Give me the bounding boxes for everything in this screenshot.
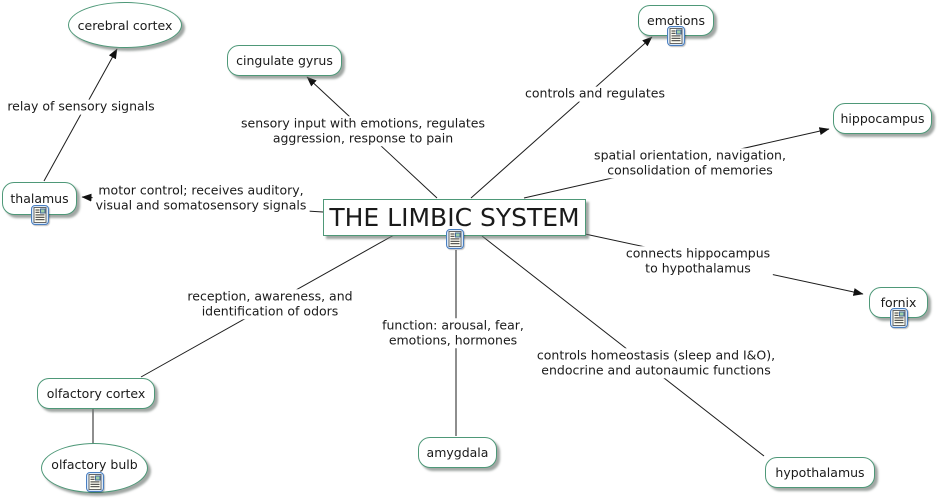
edge-label-motor-control[interactable]: motor control; receives auditory, visual… — [92, 182, 310, 213]
node-label: THE LIMBIC SYSTEM — [329, 203, 580, 232]
resource-document-icon[interactable] — [445, 229, 464, 249]
node-label: hypothalamus — [775, 465, 865, 480]
edge-label-connects-hippocampus[interactable]: connects hippocampus to hypothalamus — [622, 245, 774, 276]
node-limbic-system[interactable]: THE LIMBIC SYSTEM — [323, 199, 586, 249]
node-fornix[interactable]: fornix — [869, 287, 928, 328]
node-emotions[interactable]: emotions — [638, 5, 714, 46]
resource-document-icon[interactable] — [85, 472, 104, 492]
edge-line-thalamus-cerebral-cortex — [43, 48, 118, 182]
node-hippocampus[interactable]: hippocampus — [833, 103, 932, 134]
node-label: amygdala — [426, 445, 489, 460]
edge-label-spatial-orientation[interactable]: spatial orientation, navigation, consoli… — [591, 147, 789, 178]
node-label: olfactory cortex — [46, 386, 146, 401]
edge-label-function-arousal[interactable]: function: arousal, fear, emotions, hormo… — [379, 317, 527, 348]
resource-document-icon[interactable] — [889, 308, 908, 328]
document-page-icon — [892, 310, 905, 326]
node-label: cingulate gyrus — [236, 53, 333, 68]
edge-label-controls-homeostasis[interactable]: controls homeostasis (sleep and I&O), en… — [533, 347, 779, 378]
edge-label-controls-and-regulates[interactable]: controls and regulates — [522, 86, 668, 102]
node-cerebral-cortex[interactable]: cerebral cortex — [68, 2, 182, 48]
edge-label-relay-of-sensory-signals[interactable]: relay of sensory signals — [4, 99, 158, 115]
node-label: hippocampus — [840, 111, 925, 126]
node-label: fornix — [880, 295, 917, 310]
edge-label-sensory-input[interactable]: sensory input with emotions, regulates a… — [238, 115, 488, 146]
node-amygdala[interactable]: amygdala — [418, 437, 497, 468]
node-label: emotions — [647, 13, 705, 28]
node-olfactory-bulb[interactable]: olfactory bulb — [41, 443, 148, 493]
node-cingulate-gyrus[interactable]: cingulate gyrus — [227, 45, 342, 76]
node-label: thalamus — [10, 191, 69, 206]
edge-line-limbic-hypothalamus — [481, 235, 765, 457]
resource-document-icon[interactable] — [30, 205, 49, 225]
document-page-icon — [448, 231, 461, 247]
edge-label-reception-odors[interactable]: reception, awareness, and identification… — [184, 288, 356, 319]
document-page-icon — [669, 28, 683, 44]
resource-document-icon[interactable] — [667, 26, 685, 46]
node-thalamus[interactable]: thalamus — [2, 182, 77, 225]
document-page-icon — [33, 207, 46, 223]
node-olfactory-cortex[interactable]: olfactory cortex — [37, 378, 155, 409]
edge-line-limbic-emotions — [470, 36, 653, 199]
node-label: olfactory bulb — [51, 456, 138, 472]
node-label: cerebral cortex — [77, 17, 173, 33]
node-hypothalamus[interactable]: hypothalamus — [765, 457, 875, 488]
document-page-icon — [88, 474, 101, 490]
